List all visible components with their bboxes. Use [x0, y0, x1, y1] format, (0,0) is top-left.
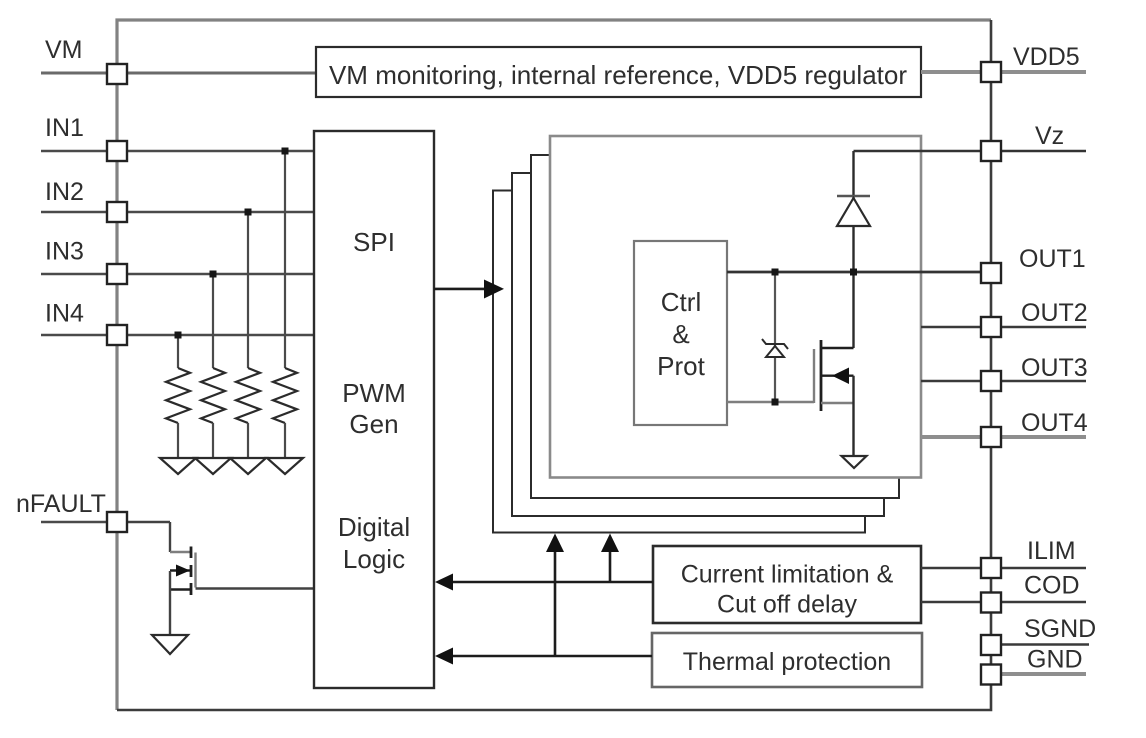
svg-text:OUT1: OUT1	[1019, 245, 1086, 273]
svg-text:Current limitation &: Current limitation &	[681, 561, 894, 589]
svg-text:OUT4: OUT4	[1021, 409, 1088, 437]
svg-text:IN3: IN3	[45, 238, 84, 266]
svg-text:VM: VM	[45, 36, 83, 64]
svg-text:Gen: Gen	[349, 409, 398, 439]
svg-text:IN2: IN2	[45, 178, 84, 206]
svg-text:SGND: SGND	[1024, 615, 1096, 643]
svg-text:&: &	[672, 319, 689, 349]
svg-text:OUT3: OUT3	[1021, 354, 1088, 382]
svg-text:ILIM: ILIM	[1027, 537, 1076, 565]
svg-text:Digital: Digital	[338, 512, 410, 542]
svg-text:Ctrl: Ctrl	[661, 287, 701, 317]
svg-text:IN1: IN1	[45, 114, 84, 142]
svg-text:COD: COD	[1024, 572, 1080, 600]
svg-text:GND: GND	[1027, 646, 1083, 674]
svg-text:SPI: SPI	[353, 227, 395, 257]
svg-text:Thermal protection: Thermal protection	[683, 648, 891, 676]
svg-text:VM monitoring, internal refere: VM monitoring, internal reference, VDD5 …	[329, 60, 907, 90]
svg-text:IN4: IN4	[45, 300, 84, 328]
svg-text:Prot: Prot	[657, 351, 705, 381]
svg-text:Logic: Logic	[343, 544, 405, 574]
svg-text:Vz: Vz	[1035, 122, 1064, 150]
svg-text:VDD5: VDD5	[1013, 43, 1080, 71]
svg-text:Cut off delay: Cut off delay	[717, 591, 857, 619]
svg-text:OUT2: OUT2	[1021, 299, 1088, 327]
svg-text:nFAULT: nFAULT	[16, 490, 106, 518]
svg-text:PWM: PWM	[342, 378, 406, 408]
